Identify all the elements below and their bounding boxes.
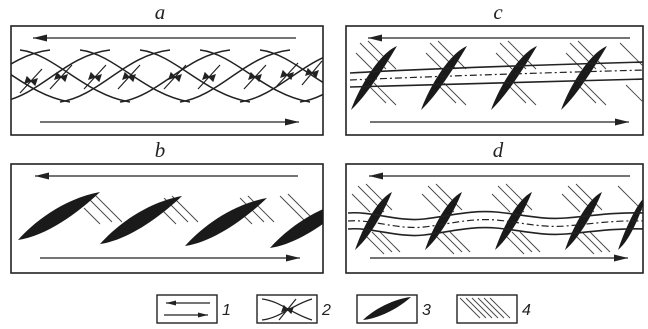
sigmoidal-vein — [355, 192, 392, 250]
sigmoidal-vein — [18, 192, 100, 240]
panel-d-content — [347, 172, 643, 262]
compression-arrow — [301, 60, 323, 86]
panel-d: d — [345, 138, 644, 274]
compression-arrow — [243, 64, 267, 90]
legend-number-4: 4 — [522, 302, 531, 319]
sigmoidal-vein — [561, 46, 607, 110]
shear-arrow-top — [35, 172, 298, 180]
sigmoidal-veins — [18, 192, 323, 248]
compression-arrow — [19, 68, 43, 94]
legend-number-3: 3 — [422, 302, 431, 319]
panel-c-frame — [345, 25, 644, 136]
sigmoidal-vein — [270, 209, 323, 248]
compression-arrow — [275, 62, 299, 88]
sigmoidal-vein — [100, 196, 182, 244]
panel-label-c: c — [493, 0, 503, 24]
shear-arrow-bottom — [370, 118, 629, 126]
sigmoidal-vein — [425, 192, 462, 250]
hatching — [351, 183, 643, 255]
compression-arrow — [117, 64, 141, 90]
panel-label-a: a — [155, 0, 166, 24]
legend-item-3: 3 — [356, 294, 431, 324]
shear-arrows-icon — [164, 300, 210, 318]
panel-a-content — [11, 34, 323, 126]
compression-arrow — [197, 64, 221, 90]
sigmoidal-vein — [421, 46, 467, 110]
sigmoidal-vein — [618, 199, 643, 250]
panel-label-b: b — [155, 138, 166, 162]
sigmoidal-veins — [355, 192, 643, 250]
shear-arrow-top — [368, 34, 630, 42]
hatching — [83, 193, 317, 225]
sigmoidal-vein — [491, 46, 537, 110]
shear-arrow-bottom — [370, 254, 628, 262]
panel-c-content — [349, 34, 643, 126]
panel-a: a — [10, 0, 324, 136]
sigmoidal-vein-icon — [363, 297, 411, 320]
compression-arrows — [19, 60, 323, 94]
shear-arrow-top — [369, 172, 630, 180]
legend-number-2: 2 — [321, 302, 331, 319]
compression-arrow — [49, 64, 73, 90]
panel-b-content — [18, 172, 323, 262]
shear-band — [347, 210, 643, 237]
shear-arrow-top — [33, 34, 296, 42]
hatching — [355, 40, 643, 106]
panel-b: b — [10, 138, 324, 274]
panel-c: c — [345, 0, 644, 136]
legend: 1 2 3 — [156, 294, 531, 324]
sigmoidal-veins — [351, 46, 607, 110]
panel-a-frame — [10, 25, 324, 136]
sigmoidal-vein — [495, 192, 532, 250]
compression-fold-icon — [261, 298, 313, 321]
sigmoidal-vein — [185, 198, 267, 246]
legend-item-2: 2 — [256, 294, 331, 324]
compression-arrow — [163, 64, 187, 90]
sigmoidal-vein — [351, 46, 397, 110]
sigmoidal-vein — [565, 192, 602, 250]
legend-item-1: 1 — [156, 294, 231, 324]
legend-item-4: 4 — [456, 294, 531, 324]
hatching-icon — [459, 297, 511, 319]
panel-d-frame — [345, 163, 644, 274]
shear-band — [349, 61, 643, 88]
compression-arrow — [83, 64, 107, 90]
shear-arrow-bottom — [40, 118, 299, 126]
shear-arrow-bottom — [40, 254, 300, 262]
legend-number-1: 1 — [222, 302, 231, 319]
panel-label-d: d — [493, 138, 504, 162]
